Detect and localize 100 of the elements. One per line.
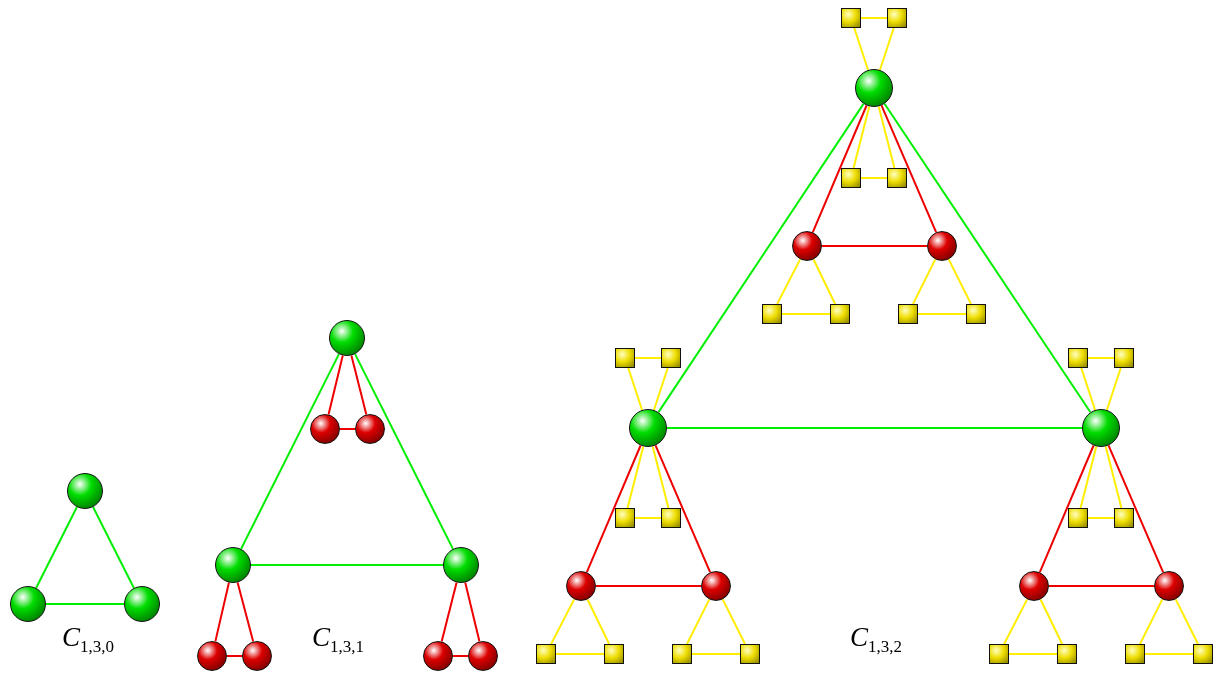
square-node [615,348,635,368]
edge-line [721,598,746,645]
edge-line [657,102,865,414]
edge-line [917,313,967,315]
edge-line [550,598,576,645]
edge-line [912,258,937,305]
edge-line [654,444,712,574]
edge-line [250,564,444,566]
edge-line [226,655,243,657]
edge-line [1105,367,1122,411]
sphere-node [1082,409,1120,447]
sphere-node [197,641,227,671]
square-node [1193,644,1213,664]
square-node [887,168,907,188]
edge-line [634,517,662,519]
square-node [1125,644,1145,664]
edge-line [354,353,454,550]
edge-line [686,598,711,645]
square-node [898,304,918,324]
sphere-node [423,641,453,671]
edge-line [812,258,837,305]
square-node [1068,348,1088,368]
square-node [615,508,635,528]
edge-line [240,353,340,550]
sphere-node [67,473,103,509]
square-node [740,644,760,664]
edge-line [883,102,1092,414]
edge-line [652,367,669,411]
sphere-node [855,69,893,107]
square-node [841,168,861,188]
sphere-node [1019,571,1049,601]
square-node [661,348,681,368]
edge-line [1003,598,1029,645]
edge-line [877,105,896,169]
edge-line [1144,653,1194,655]
edge-line [586,598,611,645]
edge-line [811,104,868,234]
edge-line [1048,585,1155,587]
sphere-node [329,320,365,356]
edge-line [464,581,481,643]
square-node [762,304,782,324]
edge-line [1139,598,1164,645]
edge-line [860,17,888,19]
edge-line [327,354,344,416]
edge-line [860,177,888,179]
edge-line [627,367,644,411]
edge-line [666,427,1083,429]
graph-label: C$_{1,3,2}$ [850,622,902,658]
sphere-node [355,414,385,444]
sphere-node [124,586,160,622]
edge-line [651,445,670,509]
square-node [1114,348,1134,368]
square-node [1114,508,1134,528]
sphere-node [566,571,596,601]
edge-line [92,506,135,589]
square-node [1057,644,1077,664]
square-node [887,8,907,28]
edge-line [1080,367,1097,411]
sphere-node [792,231,822,261]
sphere-node [927,231,957,261]
sphere-node [310,414,340,444]
edge-line [440,581,458,643]
square-node [841,8,861,28]
edge-line [236,581,255,643]
square-node [604,644,624,664]
edge-line [214,581,230,643]
edge-line [1174,598,1199,645]
edge-line [880,104,938,234]
edge-line [947,258,972,305]
edge-line [781,313,831,315]
edge-line [452,655,469,657]
edge-line [1039,598,1064,645]
square-node [536,644,556,664]
edge-line [555,653,605,655]
edge-line [853,27,870,71]
sphere-node [10,586,46,622]
edge-line [821,245,928,247]
edge-line [852,105,871,169]
sphere-node [701,571,731,601]
edge-line [1104,445,1123,509]
edge-line [339,428,356,430]
square-node [672,644,692,664]
edge-line [1087,517,1115,519]
sphere-node [242,641,272,671]
edge-line [776,258,802,305]
edge-line [595,585,702,587]
square-node [661,508,681,528]
edge-line [1079,445,1098,509]
graph-label: C$_{1,3,0}$ [62,622,114,658]
graph-label: C$_{1,3,1}$ [312,622,364,658]
edge-line [691,653,741,655]
sphere-node [629,409,667,447]
edge-line [45,603,125,605]
edge-line [585,444,642,574]
square-node [1068,508,1088,528]
edge-line [1008,653,1058,655]
edge-line [626,445,645,509]
edge-line [350,354,368,416]
edge-line [1087,357,1115,359]
edge-line [35,506,78,589]
